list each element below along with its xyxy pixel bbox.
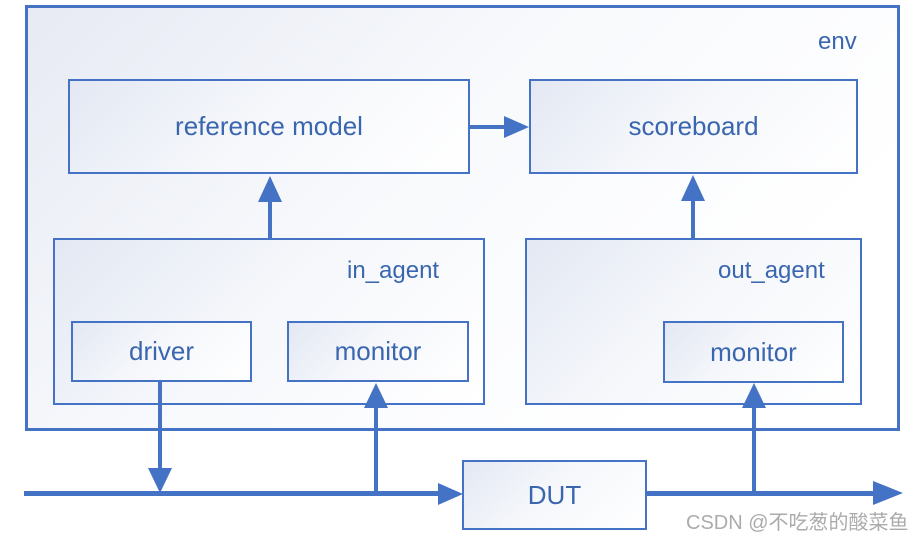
in-monitor-box: monitor <box>287 321 469 382</box>
reference-model-box: reference model <box>68 79 470 174</box>
arrow-refmodel-to-scoreboard-head-icon <box>504 116 529 138</box>
arrow-bus-to-in-monitor-stem <box>374 406 378 496</box>
out-monitor-label: monitor <box>710 336 797 367</box>
arrow-bus-to-dut-head-icon <box>438 483 463 505</box>
dut-box: DUT <box>462 460 647 530</box>
arrow-driver-to-bus-stem <box>158 380 162 470</box>
arrow-outagent-to-scoreboard-head-icon <box>681 175 705 201</box>
bus-line-left <box>24 491 440 496</box>
scoreboard-box: scoreboard <box>529 79 858 174</box>
driver-box: driver <box>71 321 252 382</box>
arrow-bus-to-in-monitor-head-icon <box>364 383 388 408</box>
driver-label: driver <box>128 336 194 366</box>
out-agent-label: out_agent <box>718 257 825 284</box>
in-agent-label: in_agent <box>347 257 440 284</box>
bus-line-right <box>647 491 875 496</box>
arrow-bus-to-out-monitor-head-icon <box>742 383 766 408</box>
arrow-refmodel-to-scoreboard-stem <box>470 125 506 129</box>
arrow-outagent-to-scoreboard-stem <box>691 199 695 239</box>
arrow-dut-output-head-icon <box>873 481 903 505</box>
reference-model-label: reference model <box>175 111 363 141</box>
arrow-inagent-to-refmodel-stem <box>268 200 272 240</box>
arrow-inagent-to-refmodel-head-icon <box>258 176 282 202</box>
watermark-text: CSDN @不吃葱的酸菜鱼 <box>686 512 909 534</box>
arrow-driver-to-bus-head-icon <box>148 468 172 493</box>
env-label: env <box>818 28 857 55</box>
out-monitor-box: monitor <box>663 321 844 383</box>
scoreboard-label: scoreboard <box>628 111 759 141</box>
dut-label: DUT <box>527 479 582 510</box>
arrow-bus-to-out-monitor-stem <box>752 406 756 496</box>
in-monitor-label: monitor <box>334 336 422 366</box>
